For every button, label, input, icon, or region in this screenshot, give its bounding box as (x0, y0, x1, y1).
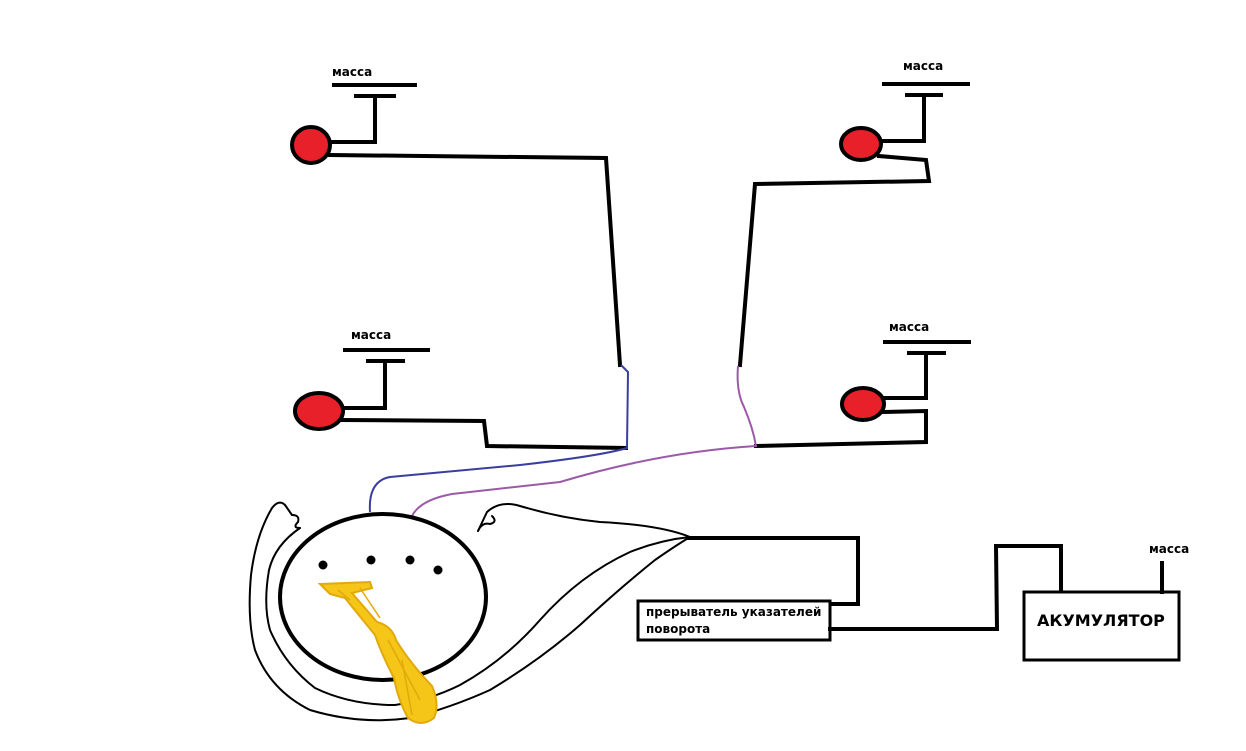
turn-signal-switch-icon (248, 501, 691, 722)
ground-label-bottom-left: масса (351, 328, 391, 342)
right-signal-wire (411, 365, 758, 517)
switch-casing-notch-right (477, 515, 496, 532)
flasher-label-line2: поворота (646, 622, 710, 636)
flasher-label-line1: прерыватель указателей (646, 605, 821, 619)
red-lamp-icon (293, 391, 345, 431)
contact-point (433, 565, 443, 575)
ground-label-top-right: масса (903, 59, 943, 73)
contact-point (366, 555, 376, 565)
signal-wire-bottom-right (753, 408, 928, 449)
battery: АКУМУЛЯТОР масса (1022, 542, 1189, 662)
ground-label-top-left: масса (332, 65, 372, 79)
ground-symbol-icon (882, 82, 970, 97)
switch-casing-outline (248, 501, 691, 722)
battery-box (1022, 590, 1181, 662)
lamp-top-right: масса (737, 59, 970, 368)
ground-wire-top-left (326, 96, 377, 144)
left-signal-wire (368, 364, 630, 513)
battery-label: АКУМУЛЯТОР (1037, 611, 1165, 630)
contact-point (405, 555, 415, 565)
switch-lever-icon (317, 580, 438, 724)
ground-symbol-icon (343, 348, 430, 363)
switch-to-flasher-wire (686, 536, 860, 606)
lamp-top-left: масса (290, 65, 623, 368)
signal-wire-bottom-left (339, 417, 629, 451)
ground-label-battery: масса (1149, 542, 1189, 556)
flasher-relay: прерыватель указателей поворота (636, 599, 832, 642)
flasher-relay-box (636, 599, 832, 642)
red-lamp-icon (840, 386, 886, 422)
ground-wire-top-right (879, 95, 926, 143)
red-lamp-icon (290, 125, 332, 165)
switch-casing-notch-left (291, 514, 301, 529)
ground-symbol-icon (332, 83, 417, 98)
red-lamp-icon (839, 126, 883, 162)
signal-wire-top-left (327, 152, 623, 368)
lamp-bottom-right: масса (753, 320, 971, 449)
ground-wire-bottom-right (882, 353, 928, 400)
ground-wire-bottom-left (341, 361, 387, 410)
lamp-bottom-left: масса (293, 328, 629, 451)
signal-wire-top-right (737, 153, 932, 368)
ground-label-bottom-right: масса (889, 320, 929, 334)
ground-symbol-icon (883, 340, 971, 355)
contact-point (318, 560, 328, 570)
switch-casing-inner (265, 527, 691, 706)
switch-housing (278, 512, 488, 682)
flasher-to-battery-wire (828, 544, 1063, 631)
